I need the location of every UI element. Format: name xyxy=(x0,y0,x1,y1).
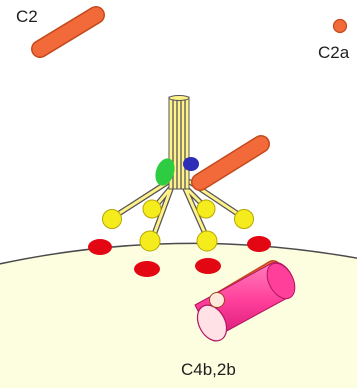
c2a-fragment xyxy=(334,20,347,33)
label-c4b2b: C4b,2b xyxy=(181,360,236,379)
c2-molecule xyxy=(40,15,96,49)
cell-membrane xyxy=(0,243,357,388)
c2-bound-molecule xyxy=(200,144,261,182)
label-c2: C2 xyxy=(16,7,38,26)
c1q-arms-fill xyxy=(112,182,244,240)
label-c2a: C2a xyxy=(318,43,350,62)
c1q-arms xyxy=(112,182,244,240)
c1s-subunit xyxy=(183,157,199,171)
